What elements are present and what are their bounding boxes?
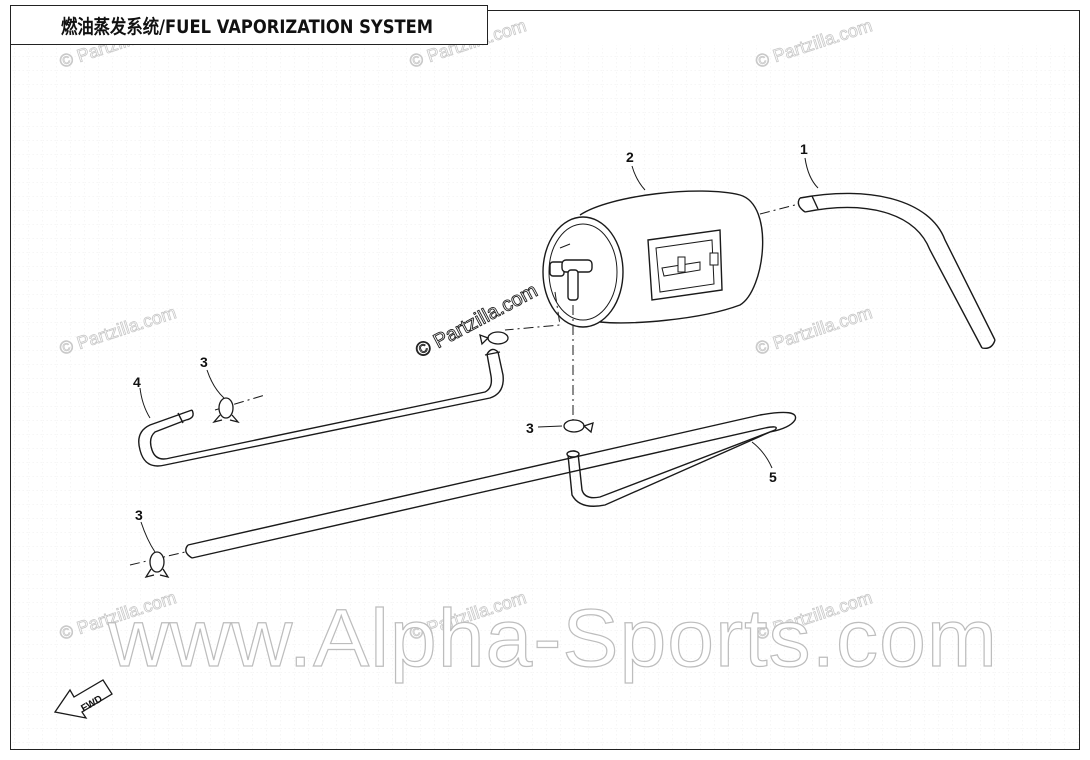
part-5-hose [185, 411, 797, 559]
part-3-clamp [563, 419, 594, 434]
part-3-clamp [212, 397, 240, 424]
leader-lines [139, 157, 819, 553]
callout-3: 3 [526, 420, 534, 436]
part-2-canister [542, 190, 764, 328]
part-1-vent-hose [759, 192, 996, 350]
part-3-clamp [479, 331, 509, 346]
watermark-alpha-sports: www.Alpha-Sports.com [107, 593, 998, 684]
callout-1: 1 [800, 141, 808, 157]
callout-3: 3 [200, 354, 208, 370]
title-box: 燃油蒸发系统/FUEL VAPORIZATION SYSTEM [10, 5, 488, 45]
background-grid [11, 45, 1079, 749]
callout-5: 5 [769, 469, 777, 485]
part-3-clamp [144, 551, 170, 579]
callout-2: 2 [626, 149, 634, 165]
callout-4: 4 [133, 374, 141, 390]
callout-3: 3 [135, 507, 143, 523]
part-4-hose [138, 348, 504, 467]
callout-numbers: 1 2 3 4 3 3 5 [133, 141, 808, 523]
page-title: 燃油蒸发系统/FUEL VAPORIZATION SYSTEM [61, 15, 434, 38]
